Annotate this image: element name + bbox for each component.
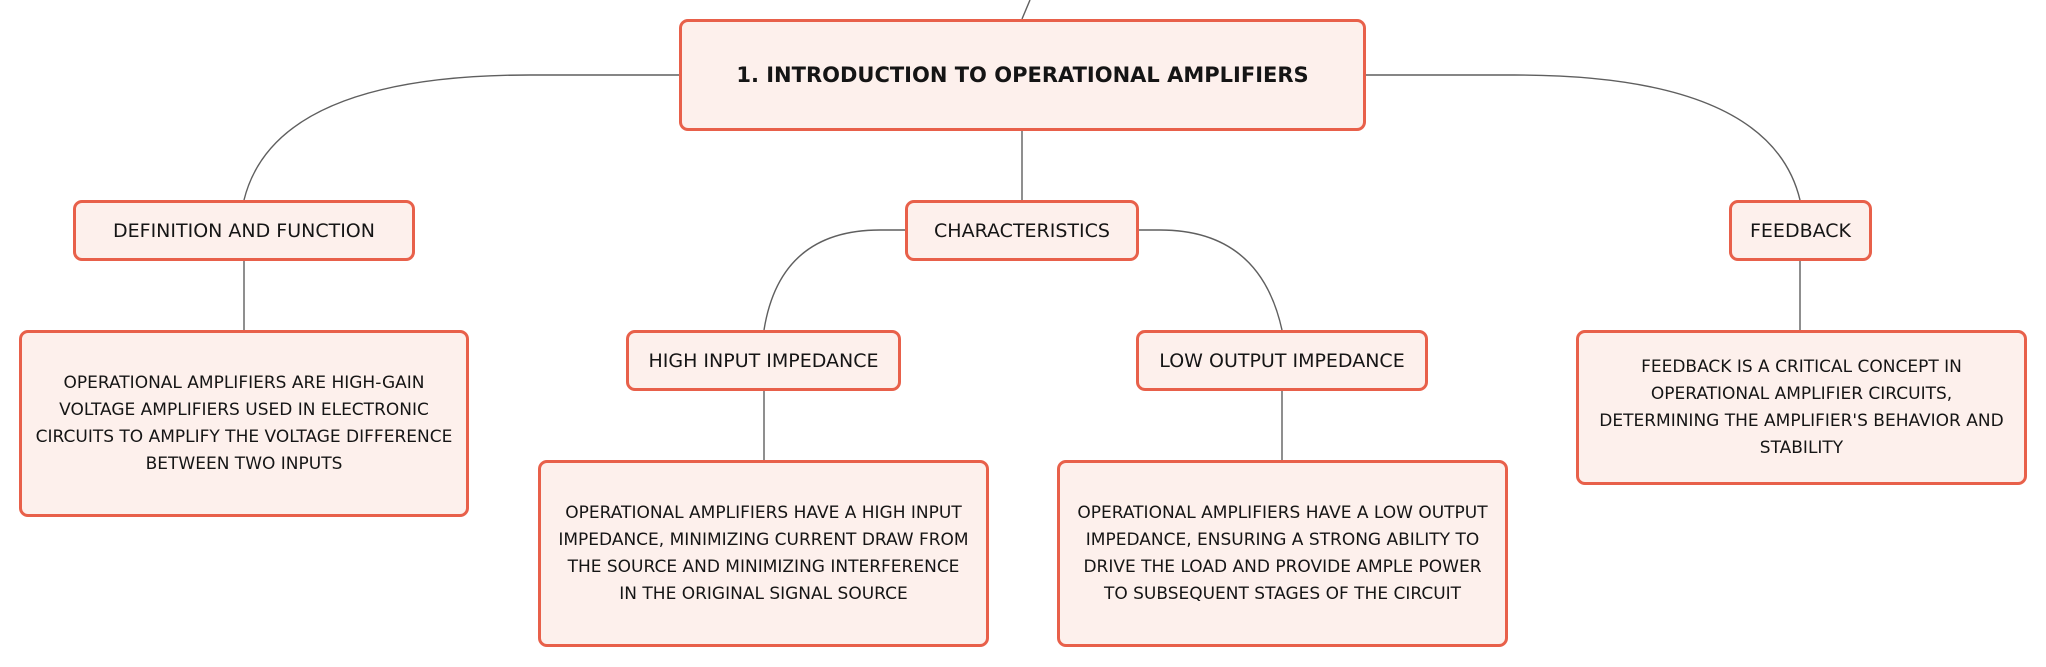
detail-low-output-text: OPERATIONAL AMPLIFIERS HAVE A LOW OUTPUT… — [1077, 502, 1488, 604]
topic-feedback[interactable]: FEEDBACK — [1729, 200, 1872, 261]
detail-high-input-impedance[interactable]: OPERATIONAL AMPLIFIERS HAVE A HIGH INPUT… — [538, 460, 989, 647]
topic-characteristics-label: CHARACTERISTICS — [934, 219, 1110, 242]
connector-root-to-definition — [243, 74, 679, 201]
detail-definition-and-function[interactable]: OPERATIONAL AMPLIFIERS ARE HIGH-GAIN VOL… — [19, 330, 469, 517]
detail-feedback[interactable]: FEEDBACK IS A CRITICAL CONCEPT IN OPERAT… — [1576, 330, 2027, 485]
detail-feedback-text: FEEDBACK IS A CRITICAL CONCEPT IN OPERAT… — [1599, 356, 2004, 458]
detail-low-output-impedance[interactable]: OPERATIONAL AMPLIFIERS HAVE A LOW OUTPUT… — [1057, 460, 1508, 647]
subtopic-high-input-label: HIGH INPUT IMPEDANCE — [648, 349, 879, 372]
connector-characteristics-to-low-output — [1139, 229, 1283, 331]
root-topic-label: 1. INTRODUCTION TO OPERATIONAL AMPLIFIER… — [736, 63, 1309, 87]
root-topic-node[interactable]: 1. INTRODUCTION TO OPERATIONAL AMPLIFIER… — [679, 19, 1366, 131]
detail-definition-text: OPERATIONAL AMPLIFIERS ARE HIGH-GAIN VOL… — [35, 372, 453, 474]
connector-characteristics-to-high-input — [763, 229, 905, 331]
subtopic-low-output-impedance[interactable]: LOW OUTPUT IMPEDANCE — [1136, 330, 1428, 391]
connector-root-to-feedback — [1366, 74, 1801, 201]
topic-feedback-label: FEEDBACK — [1750, 219, 1851, 242]
topic-definition-label: DEFINITION AND FUNCTION — [113, 219, 375, 242]
topic-characteristics[interactable]: CHARACTERISTICS — [905, 200, 1139, 261]
subtopic-high-input-impedance[interactable]: HIGH INPUT IMPEDANCE — [626, 330, 901, 391]
connector-parent-link — [1021, 0, 1031, 20]
topic-definition-and-function[interactable]: DEFINITION AND FUNCTION — [73, 200, 415, 261]
detail-high-input-text: OPERATIONAL AMPLIFIERS HAVE A HIGH INPUT… — [558, 502, 969, 604]
subtopic-low-output-label: LOW OUTPUT IMPEDANCE — [1159, 349, 1405, 372]
